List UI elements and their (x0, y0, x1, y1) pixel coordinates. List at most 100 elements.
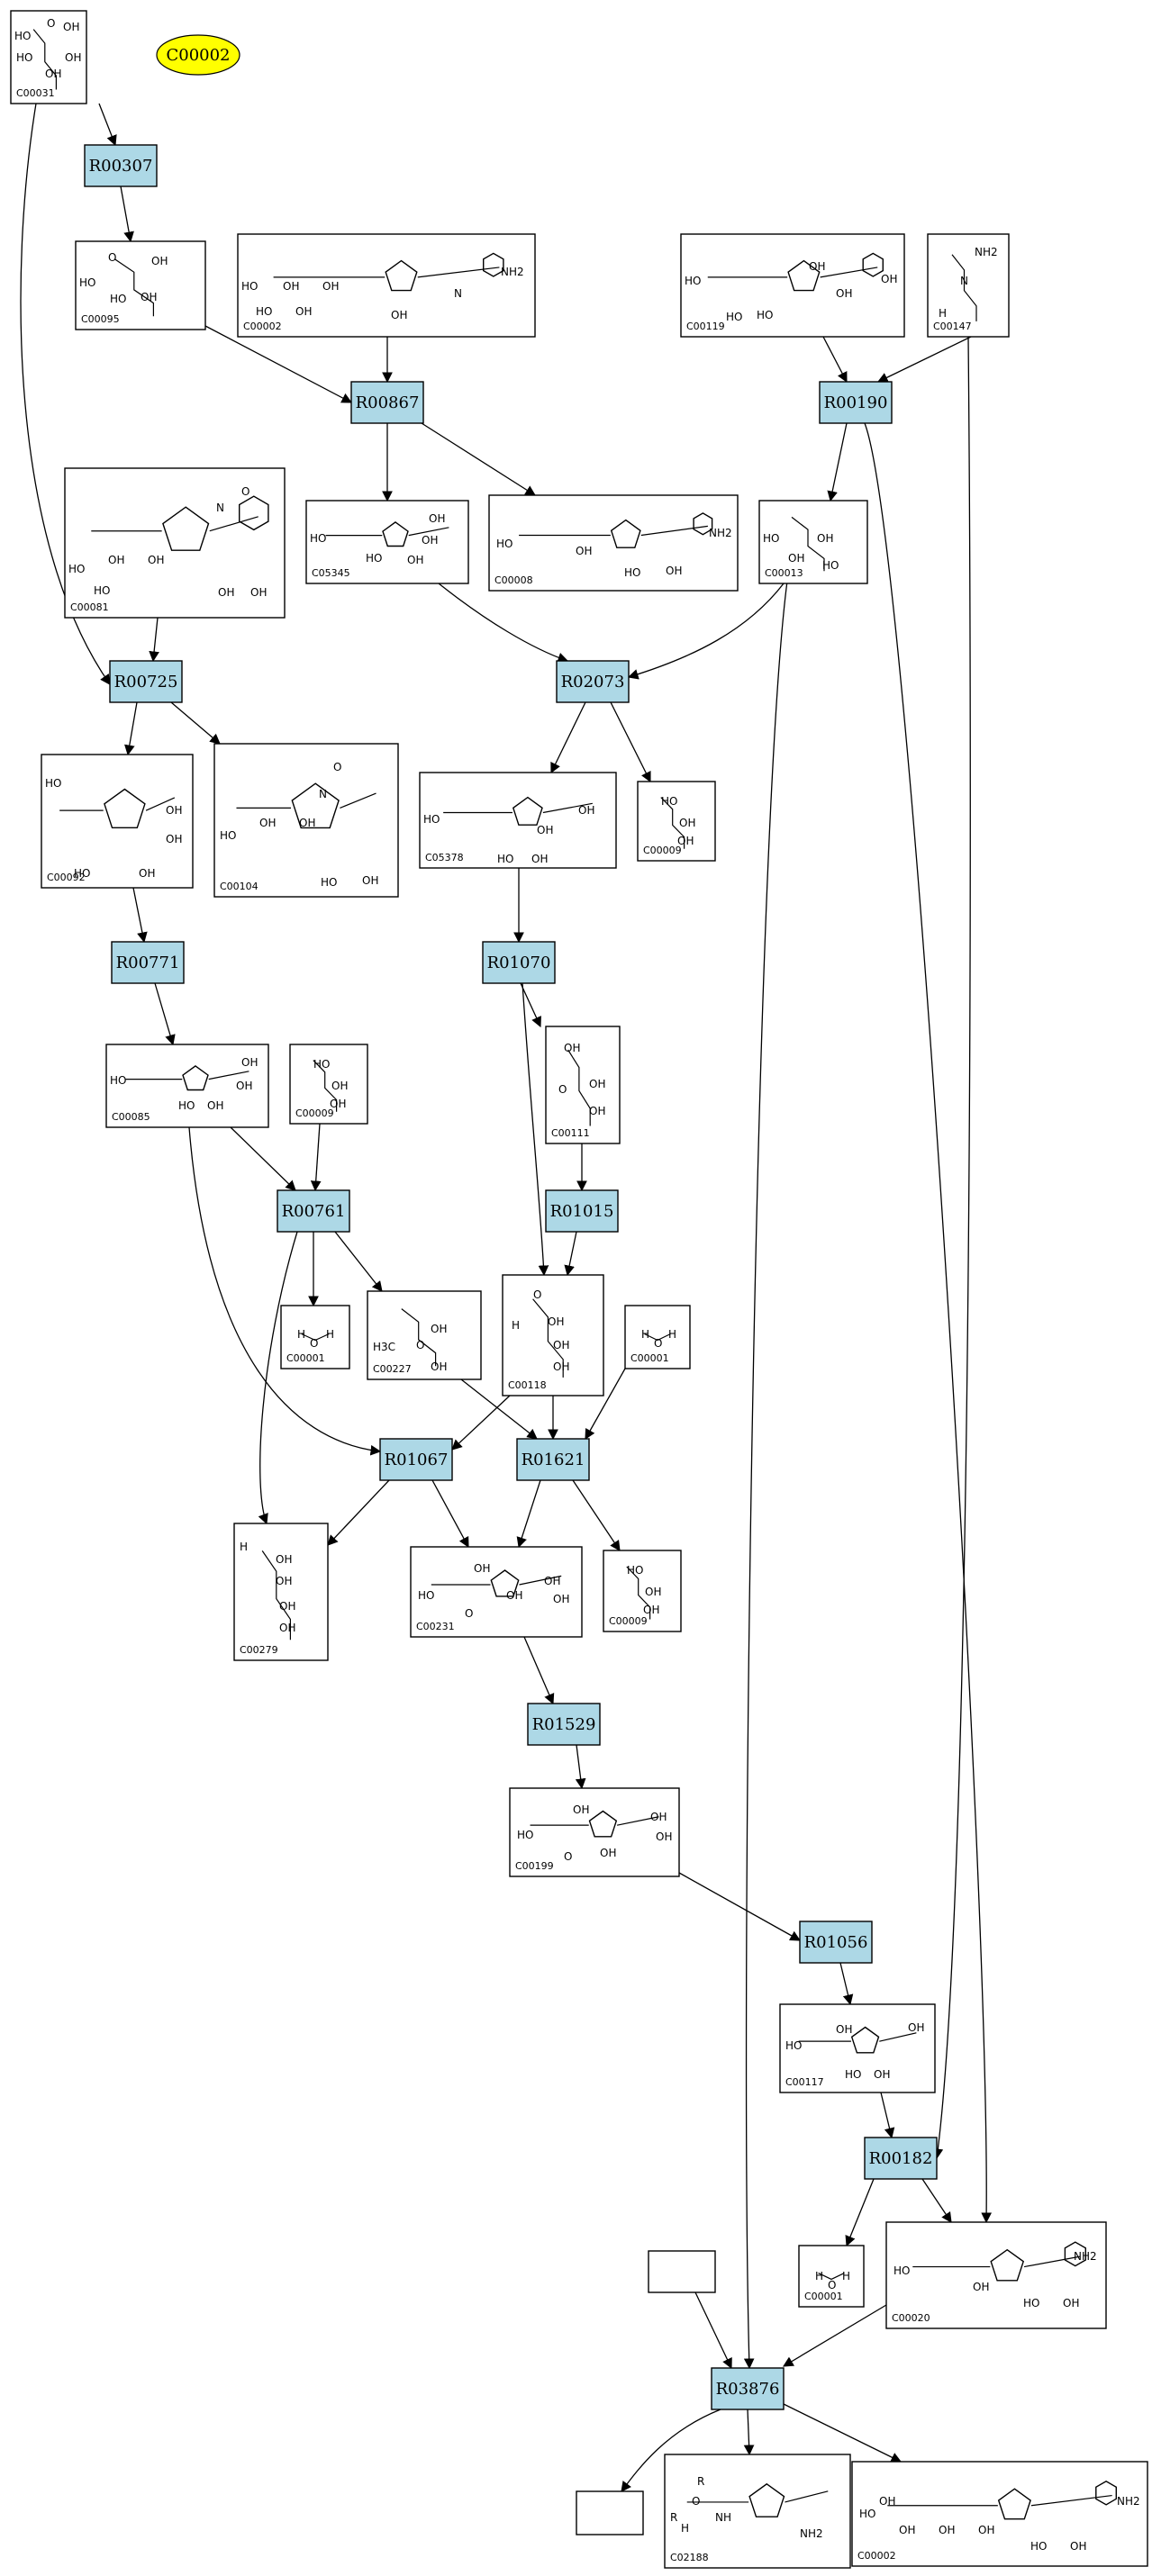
reaction-box[interactable] (527, 1703, 601, 1746)
reaction-r00771[interactable]: R00771 (111, 941, 185, 984)
reaction-box[interactable] (799, 1921, 873, 1964)
atom-label: OH (218, 586, 234, 599)
reaction-box[interactable] (864, 2137, 938, 2180)
reaction-r00190[interactable]: R00190 (819, 381, 893, 424)
atom-label: NH2 (1117, 2495, 1140, 2508)
atom-label: OH (589, 1105, 605, 1117)
reaction-r00761[interactable]: R00761 (277, 1189, 350, 1233)
reaction-r00182[interactable]: R00182 (864, 2137, 938, 2180)
atom-label: OH (1063, 2297, 1079, 2309)
reaction-box[interactable] (711, 2367, 785, 2410)
reaction-edge (827, 422, 848, 502)
reaction-r00307[interactable]: R00307 (84, 144, 158, 187)
reaction-r03876[interactable]: R03876 (711, 2367, 785, 2410)
compound-box (410, 1546, 583, 1638)
compound-box (664, 2454, 851, 2569)
reaction-box[interactable] (556, 660, 630, 703)
reaction-box[interactable] (379, 1438, 453, 1481)
atom-label: OH (836, 2023, 852, 2036)
reaction-box[interactable] (350, 381, 424, 424)
reaction-box[interactable] (545, 1189, 619, 1233)
atom-label: OH (322, 280, 339, 293)
compound-box (75, 240, 206, 330)
compound-id-label: C00104 (220, 881, 259, 892)
reaction-box[interactable] (516, 1438, 590, 1481)
reaction-edge (170, 701, 221, 745)
reaction-box[interactable] (819, 381, 893, 424)
atom-label: HO (14, 30, 31, 42)
structure-sketch (818, 2273, 845, 2281)
reaction-r01056[interactable]: R01056 (799, 1921, 873, 1964)
reaction-box[interactable] (111, 941, 185, 984)
reaction-r02073[interactable]: R02073 (556, 660, 630, 703)
structure-sketch (660, 797, 685, 849)
compound-unlabeled[interactable] (576, 2490, 644, 2535)
atom-label: OH (548, 1315, 564, 1328)
highlight-ellipse[interactable] (156, 34, 240, 76)
structure-sketch (32, 29, 57, 90)
atom-label: H (939, 307, 947, 320)
atom-label: OH (809, 260, 825, 273)
reaction-r01067[interactable]: R01067 (379, 1438, 453, 1481)
reaction-r00867[interactable]: R00867 (350, 381, 424, 424)
compound-id-label: C00009 (609, 1615, 648, 1627)
reaction-box[interactable] (84, 144, 158, 187)
atom-label: H (668, 1328, 676, 1341)
compound-id-label: C00002 (857, 2550, 896, 2562)
compound-unlabeled[interactable] (648, 2250, 716, 2293)
atom-label: HO (45, 777, 61, 790)
atom-label: OH (506, 1589, 522, 1602)
reaction-box[interactable] (109, 660, 183, 703)
reaction-edge (782, 2304, 887, 2367)
structure-sketch (91, 495, 269, 551)
compound-id-label: C00001 (286, 1352, 325, 1364)
structure-sketch (113, 258, 154, 317)
reaction-box[interactable] (277, 1189, 350, 1233)
reaction-r01621[interactable]: R01621 (516, 1438, 590, 1481)
atom-label: OH (148, 554, 164, 566)
highlight-compound-tag[interactable]: C00002 (156, 34, 240, 76)
reaction-edge (550, 701, 586, 774)
atom-label: OH (299, 817, 315, 829)
structure-sketch (707, 252, 884, 292)
reaction-r01015[interactable]: R01015 (545, 1189, 619, 1233)
structure-sketch (644, 1333, 671, 1342)
reaction-box[interactable] (482, 941, 556, 984)
reaction-r01070[interactable]: R01070 (482, 941, 556, 984)
reaction-edge (310, 1123, 322, 1192)
reaction-r01529[interactable]: R01529 (527, 1703, 601, 1746)
atom-label: HO (893, 2264, 910, 2277)
reaction-r00725[interactable]: R00725 (109, 660, 183, 703)
structure-sketch (443, 796, 593, 826)
atom-label: OH (362, 874, 378, 887)
